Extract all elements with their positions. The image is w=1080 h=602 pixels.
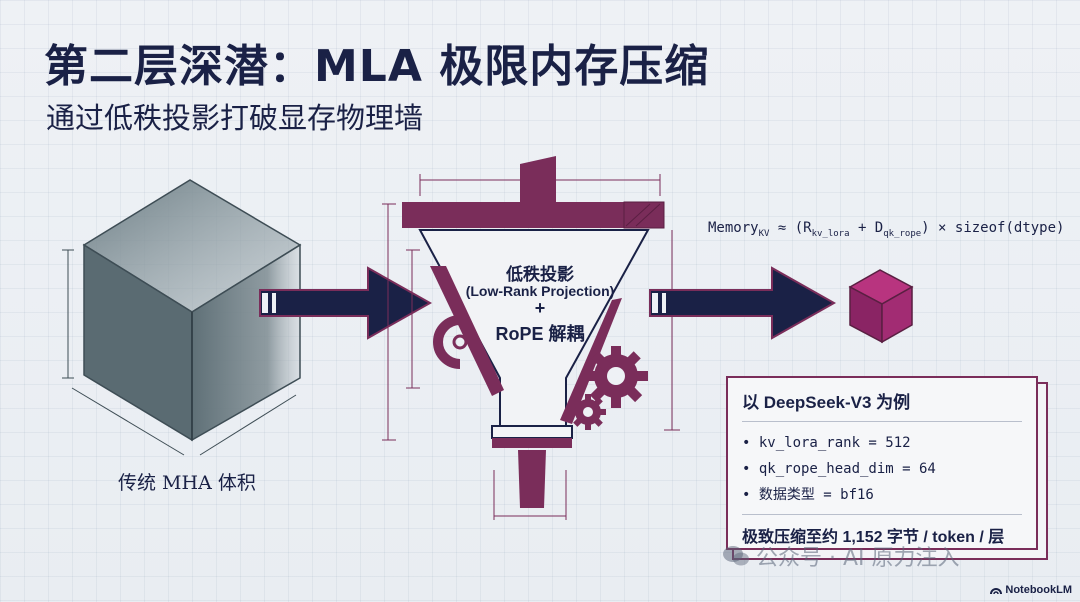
- watermark-text: 公众号 · AI 原力注入: [756, 546, 960, 571]
- compressed-cube: [848, 269, 914, 344]
- mha-volume-label: 传统 MHA 体积: [118, 472, 256, 494]
- output-arrow: [649, 266, 837, 340]
- formula-memory-sub: KV: [758, 228, 770, 239]
- deepseek-example-card: 以 DeepSeek-V3 为例 kv_lora_rank = 512 qk_r…: [726, 376, 1038, 550]
- page-title: 第二层深潜：MLA 极限内存压缩: [44, 41, 710, 92]
- funnel-plus: +: [534, 298, 546, 318]
- page-subtitle: 通过低秩投影打破显存物理墙: [46, 101, 424, 135]
- formula-plus-d: + D: [849, 220, 884, 236]
- projection-funnel: [382, 156, 680, 520]
- card-footer: 极致压缩至约 1,152 字节 / token / 层: [742, 514, 1022, 547]
- wechat-icon: [723, 546, 749, 566]
- card-param-item: 数据类型 = bf16: [742, 482, 1022, 508]
- funnel-label-cn: 低秩投影: [506, 265, 574, 284]
- mha-cube: [62, 179, 302, 456]
- formula-memory: Memory: [708, 220, 759, 236]
- card-param-item: qk_rope_head_dim = 64: [742, 456, 1022, 482]
- formula-tail: ) × sizeof(dtype): [921, 220, 1065, 236]
- formula-approx: ≈ (R: [769, 220, 812, 236]
- formula-d-sub: qk_rope: [883, 228, 922, 239]
- card-param-list: kv_lora_rank = 512 qk_rope_head_dim = 64…: [742, 430, 1022, 508]
- card-title: 以 DeepSeek-V3 为例: [742, 388, 1022, 422]
- formula-r-sub: kv_lora: [811, 228, 850, 239]
- funnel-label-rope: RoPE 解耦: [495, 324, 585, 344]
- brand-text: NotebookLM: [1005, 584, 1072, 596]
- notebooklm-brand: NotebookLM: [990, 584, 1072, 596]
- watermark: 公众号 · AI 原力注入: [722, 540, 960, 572]
- notebooklm-logo-icon: [990, 587, 1003, 594]
- memory-formula: MemoryKV ≈ (Rkv_lora + Dqk_rope) × sizeo…: [708, 220, 1064, 239]
- card-param-item: kv_lora_rank = 512: [742, 430, 1022, 456]
- funnel-label-en: (Low-Rank Projection): [465, 283, 615, 299]
